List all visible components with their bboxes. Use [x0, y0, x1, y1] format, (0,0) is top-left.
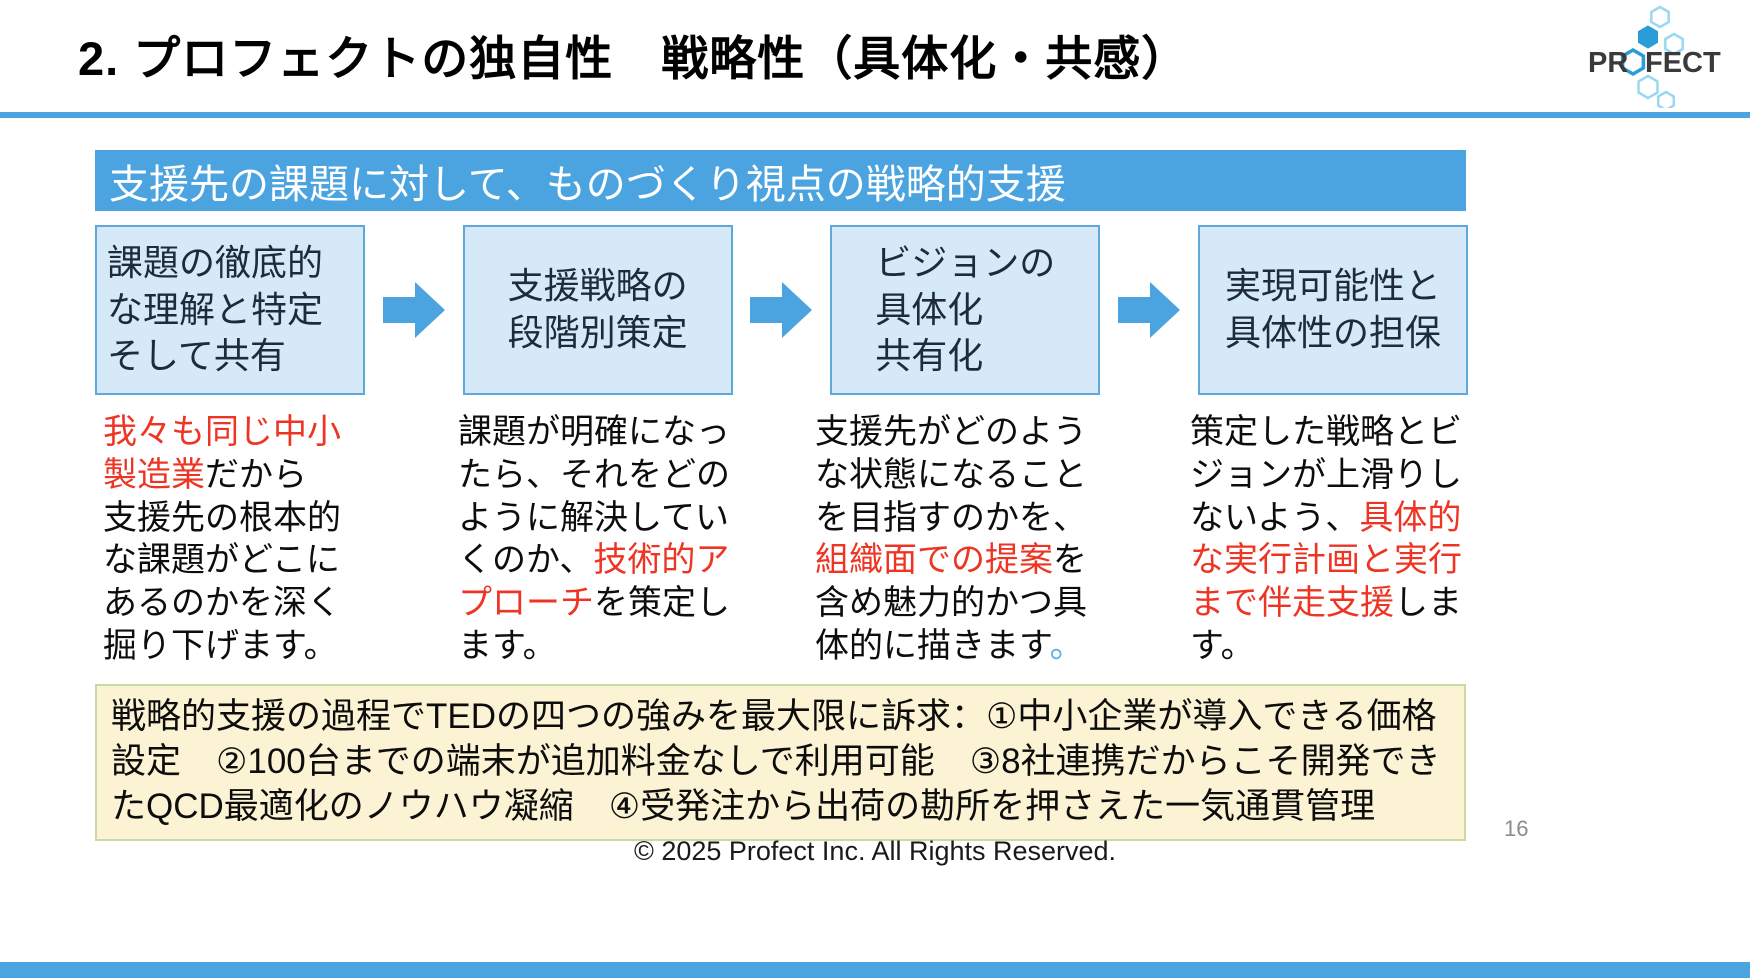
svg-text:FECT: FECT — [1645, 47, 1721, 79]
bottom-accent-bar — [0, 962, 1750, 978]
step-box-3-label: ビジョンの 具体化 共有化 — [875, 241, 1056, 377]
profect-logo-icon: PR FECT — [1588, 5, 1721, 112]
strengths-note-text: 戦略的支援の過程でTEDの四つの強みを最大限に訴求：①中小企業が導入できる価格設… — [111, 697, 1441, 827]
step-box-4-label: 実現可能性と 具体性の担保 — [1224, 265, 1441, 353]
arrow-right-icon — [1118, 282, 1181, 338]
step-description-2: 課題が明確になったら、それをどのように解決していくのか、技術的アプローチを策定し… — [458, 413, 730, 666]
step-box-2-label: 支援戦略の 段階別策定 — [507, 265, 688, 353]
step-box-3: ビジョンの 具体化 共有化 — [830, 225, 1101, 395]
step-box-1-label: 課題の徹底的 な理解と特定 そして共有 — [107, 241, 324, 377]
step-description-3: 支援先がどのような状態になることを目指すのかを、組織面での提案を含め魅力的かつ具… — [815, 413, 1087, 666]
page-number: 16 — [1504, 816, 1529, 841]
section-banner-label: 支援先の課題に対して、ものづくり視点の戦略的支援 — [109, 162, 1066, 207]
page-title: 2. プロフェクトの独自性 戦略性（具体化・共感） — [78, 32, 1190, 85]
step-box-1: 課題の徹底的 な理解と特定 そして共有 — [95, 225, 365, 395]
strengths-note: 戦略的支援の過程でTEDの四つの強みを最大限に訴求：①中小企業が導入できる価格設… — [95, 684, 1466, 842]
step-box-2: 支援戦略の 段階別策定 — [462, 225, 733, 395]
step-description-4: 策定した戦略とビジョンが上滑りしないよう、具体的な実行計画と実行まで伴走支援しま… — [1190, 413, 1462, 666]
arrow-right-icon — [382, 282, 445, 338]
step-box-4: 実現可能性と 具体性の担保 — [1197, 225, 1468, 395]
copyright-text: © 2025 Profect Inc. All Rights Reserved. — [633, 836, 1117, 866]
section-banner: 支援先の課題に対して、ものづくり視点の戦略的支援 — [95, 150, 1466, 211]
profect-logo: PR FECT — [1586, 4, 1734, 112]
step-description-1: 我々も同じ中小製造業だから 支援先の根本的な課題がどこにあるのかを深く掘り下げま… — [103, 413, 341, 666]
svg-text:PR: PR — [1588, 47, 1628, 79]
process-flow: 課題の徹底的 な理解と特定 そして共有 支援戦略の 段階別策定 ビジョンの 具体… — [95, 225, 1468, 395]
title-divider — [0, 112, 1750, 118]
arrow-right-icon — [750, 282, 813, 338]
